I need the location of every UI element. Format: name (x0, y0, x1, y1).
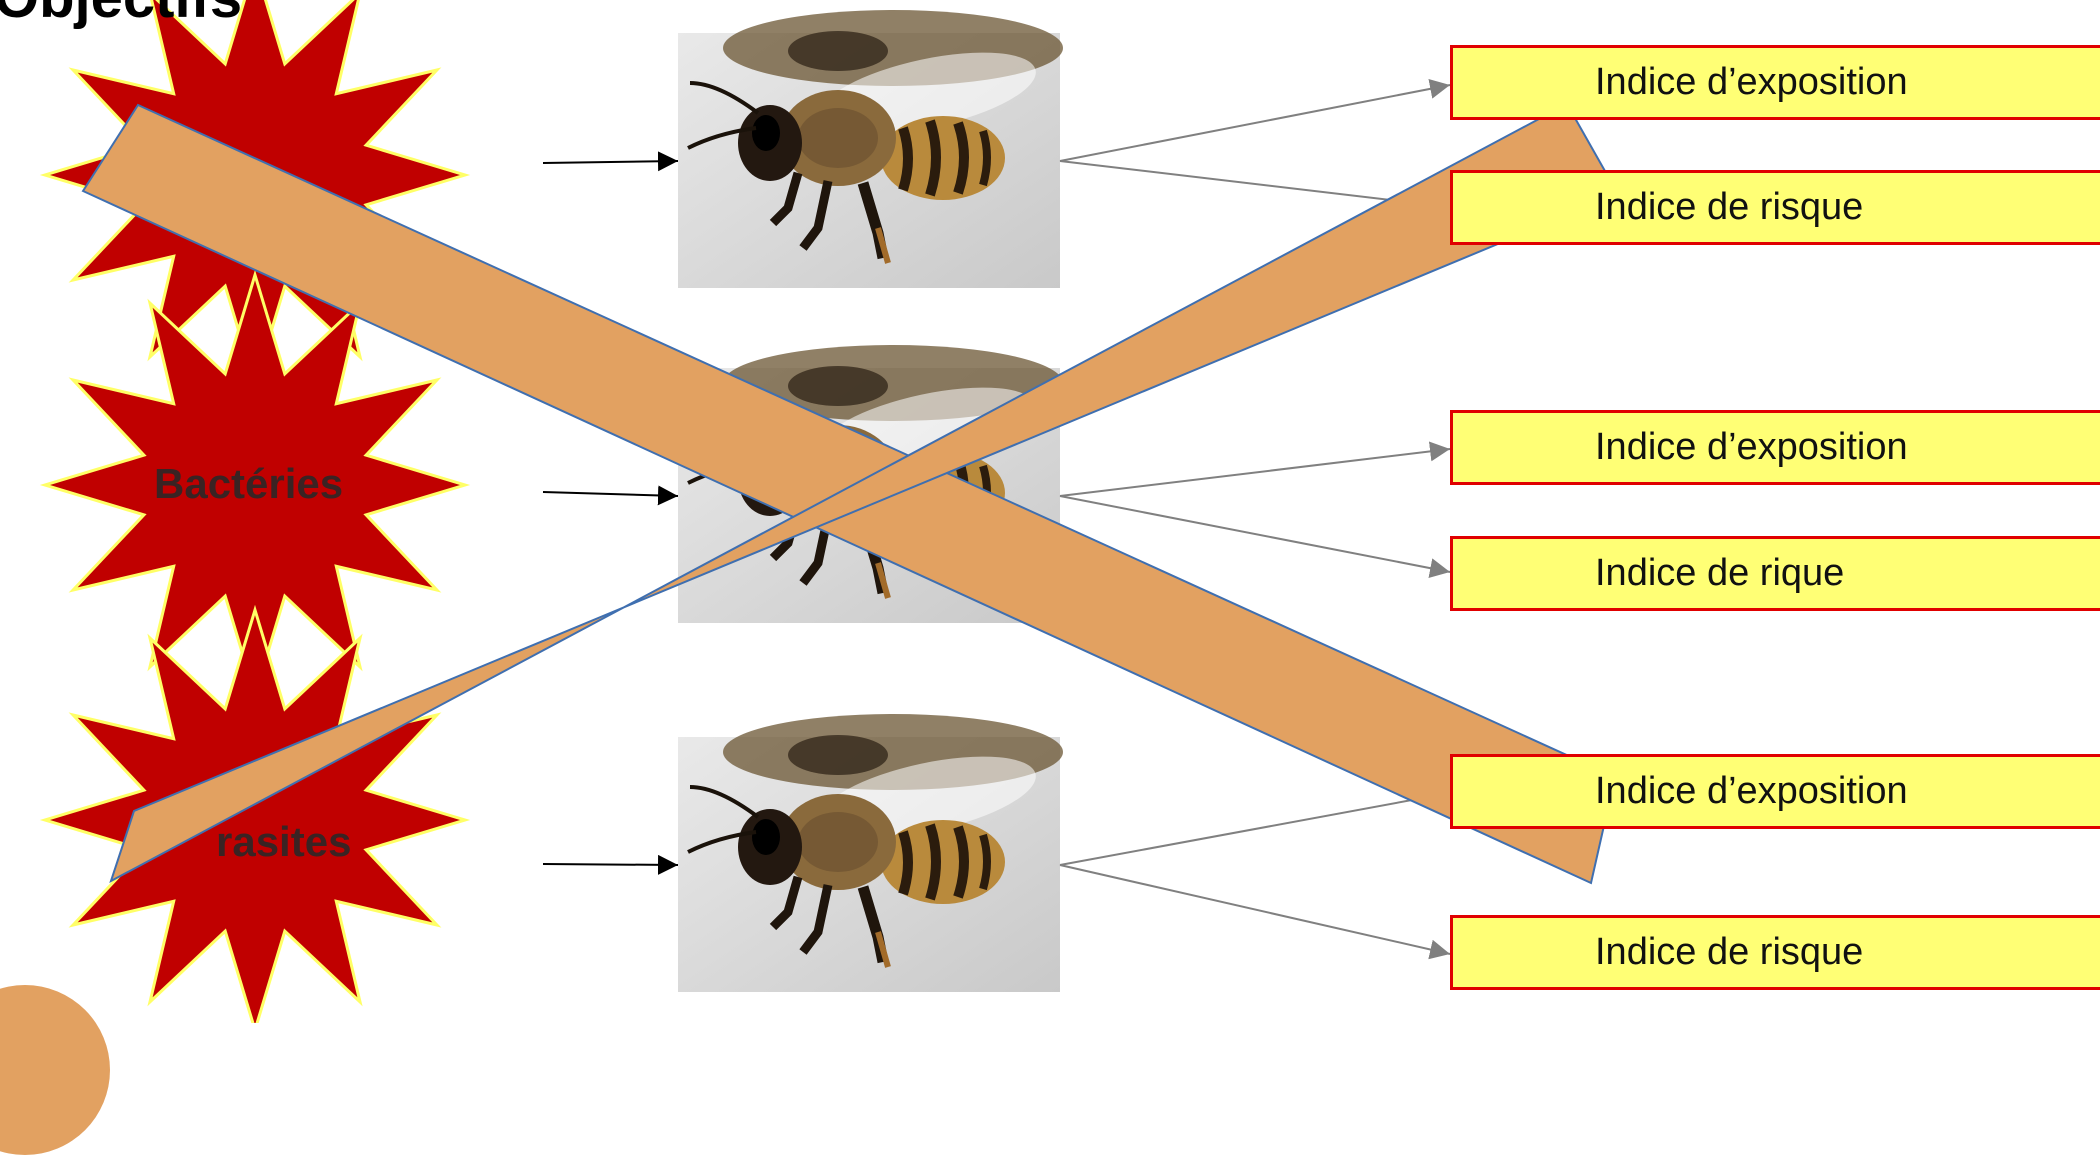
bee-photo-icon (678, 714, 1063, 992)
index-arrow-exposure-2 (1059, 441, 1451, 497)
slide-title: Objectifs (0, 0, 242, 31)
index-arrow-risk-3 (1059, 864, 1451, 960)
index-arrow-exposure-1 (1059, 79, 1451, 162)
stressor-arrow-2 (542, 485, 679, 506)
diagram-canvas (39, 0, 1620, 1023)
exposure-index-label: Indice d’exposition (1595, 770, 1908, 812)
exposure-index-box-2: Indice d’exposition (1450, 410, 2100, 485)
exposure-index-label: Indice d’exposition (1595, 61, 1908, 103)
risk-index-box-3: Indice de risque (1450, 915, 2100, 990)
star-label-bacteria: Bactéries (154, 460, 344, 507)
exposure-index-box-1: Indice d’exposition (1450, 45, 2100, 120)
stressor-star-3 (39, 604, 471, 1023)
index-arrow-exposure-3 (1059, 786, 1451, 866)
index-arrow-risk-1 (1059, 160, 1451, 215)
stressor-arrow-1 (542, 151, 679, 172)
exposure-index-box-3: Indice d’exposition (1450, 754, 2100, 829)
risk-index-label: Indice de risque (1595, 186, 1864, 228)
bee-photo-icon (678, 10, 1063, 288)
connector-arrows (542, 79, 1451, 960)
star-label-parasites-visible: rasites (216, 818, 352, 865)
index-arrow-risk-2 (1059, 495, 1451, 578)
risk-index-box-2: Indice de rique (1450, 536, 2100, 611)
exposure-index-label: Indice d’exposition (1595, 426, 1908, 468)
risk-index-box-1: Indice de risque (1450, 170, 2100, 245)
risk-index-label: Indice de risque (1595, 931, 1864, 973)
stressor-arrow-3 (542, 854, 679, 875)
risk-index-label: Indice de rique (1595, 552, 1845, 594)
